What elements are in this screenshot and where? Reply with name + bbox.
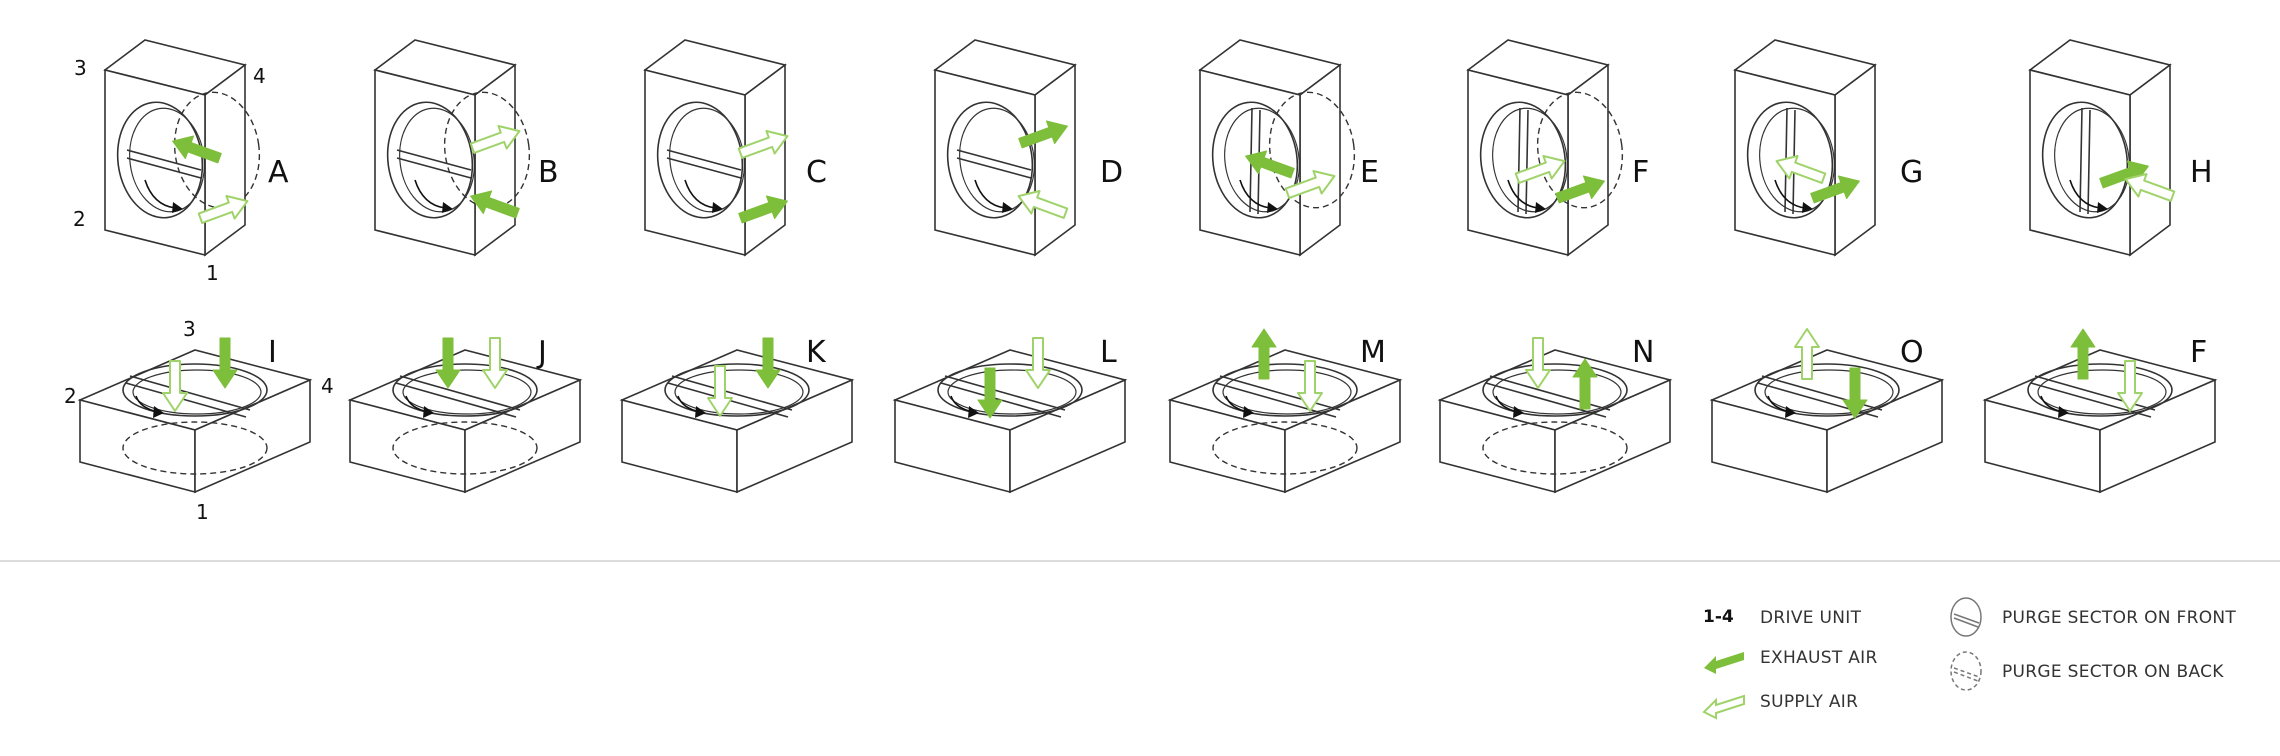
supply-arrow-icon <box>1284 169 1336 199</box>
drive-number-2-top: 2 <box>73 207 86 231</box>
supply-arrow-icon <box>469 124 521 154</box>
supply-arrow-icon <box>2124 172 2176 202</box>
unit-label-f-bottom: F <box>2190 335 2208 370</box>
exhaust-arrow-icon <box>1842 367 1868 419</box>
purge-front-icon <box>1950 597 1982 637</box>
unit-label-d: D <box>1100 155 1124 190</box>
supply-arrow-icon <box>737 129 789 159</box>
legend-purge-back: PURGE SECTOR ON BACK <box>2002 662 2224 682</box>
unit-c-illustration <box>643 39 789 257</box>
legend-purge-front: PURGE SECTOR ON FRONT <box>2002 608 2237 628</box>
unit-d-illustration <box>933 39 1077 257</box>
unit-f-illustration <box>1982 349 2218 494</box>
exhaust-arrow-icon <box>1704 652 1744 674</box>
drive-number-1-bottom: 1 <box>196 500 209 524</box>
unit-b-illustration <box>373 39 531 257</box>
unit-label-h: H <box>2190 155 2213 190</box>
exhaust-arrow-icon <box>1251 328 1277 380</box>
supply-arrow-icon <box>1514 154 1566 184</box>
exhaust-arrow-icon <box>212 337 238 389</box>
section-divider <box>0 560 2280 562</box>
unit-label-o: O <box>1900 335 1924 370</box>
exhaust-arrow-icon <box>1245 150 1295 179</box>
exhaust-arrow-icon <box>1555 175 1605 204</box>
unit-label-m: M <box>1360 335 1386 370</box>
supply-arrow-icon <box>2117 360 2143 412</box>
exhaust-arrow-icon <box>470 190 520 219</box>
drive-number-2-bottom: 2 <box>64 384 77 408</box>
legend-supply-air: SUPPLY AIR <box>1760 692 1859 712</box>
unit-label-k: K <box>806 335 826 370</box>
unit-k-illustration <box>619 349 855 494</box>
unit-f-illustration <box>1466 39 1624 257</box>
unit-i-illustration <box>77 349 313 494</box>
supply-arrow-icon <box>482 337 508 389</box>
unit-label-l: L <box>1100 335 1117 370</box>
exhaust-arrow-icon <box>435 337 461 389</box>
drive-number-1-top: 1 <box>206 261 219 285</box>
supply-arrow-icon <box>1775 154 1827 184</box>
supply-arrow-icon <box>1702 694 1745 720</box>
supply-arrow-icon <box>1297 360 1323 412</box>
drive-number-4-top: 4 <box>253 64 266 88</box>
exhaust-arrow-icon <box>172 135 222 164</box>
supply-arrow-icon <box>1017 189 1069 219</box>
supply-arrow-icon <box>1525 337 1551 389</box>
unit-m-illustration <box>1167 349 1403 494</box>
unit-label-i: I <box>268 335 277 370</box>
exhaust-arrow-icon <box>2070 328 2096 380</box>
exhaust-arrow-icon <box>977 367 1003 419</box>
legend-exhaust-air: EXHAUST AIR <box>1760 648 1878 668</box>
unit-label-a: A <box>268 155 289 190</box>
unit-label-j: J <box>538 335 547 370</box>
exhaust-arrow-icon <box>1018 120 1068 149</box>
legend-drive-key: 1-4 <box>1703 607 1734 627</box>
unit-h-illustration <box>2028 39 2176 257</box>
unit-label-c: C <box>806 155 827 190</box>
supply-arrow-icon <box>1794 328 1820 380</box>
supply-arrow-icon <box>162 360 188 412</box>
exhaust-arrow-icon <box>1572 358 1598 410</box>
purge-back-icon <box>1950 651 1982 691</box>
supply-arrow-icon <box>1025 337 1051 389</box>
exhaust-arrow-icon <box>738 195 788 224</box>
unit-label-n: N <box>1632 335 1655 370</box>
unit-e-illustration <box>1198 39 1356 257</box>
unit-label-e: E <box>1360 155 1379 190</box>
unit-l-illustration <box>892 349 1128 494</box>
unit-g-illustration <box>1733 39 1877 257</box>
drive-number-3-bottom: 3 <box>183 317 196 341</box>
unit-label-b: B <box>538 155 559 190</box>
unit-n-illustration <box>1437 349 1673 494</box>
diagram-canvas <box>77 39 2218 494</box>
supply-arrow-icon <box>707 365 733 417</box>
unit-o-illustration <box>1709 349 1945 494</box>
unit-label-f-top: F <box>1632 155 1650 190</box>
unit-a-illustration <box>103 39 261 257</box>
unit-label-g: G <box>1900 155 1924 190</box>
legend-drive-unit: DRIVE UNIT <box>1760 608 1862 628</box>
exhaust-arrow-icon <box>1810 175 1860 204</box>
unit-j-illustration <box>347 349 583 494</box>
drive-number-3-top: 3 <box>74 56 87 80</box>
drive-number-4-bottom: 4 <box>321 374 334 398</box>
supply-arrow-icon <box>197 194 249 224</box>
exhaust-arrow-icon <box>755 337 781 389</box>
